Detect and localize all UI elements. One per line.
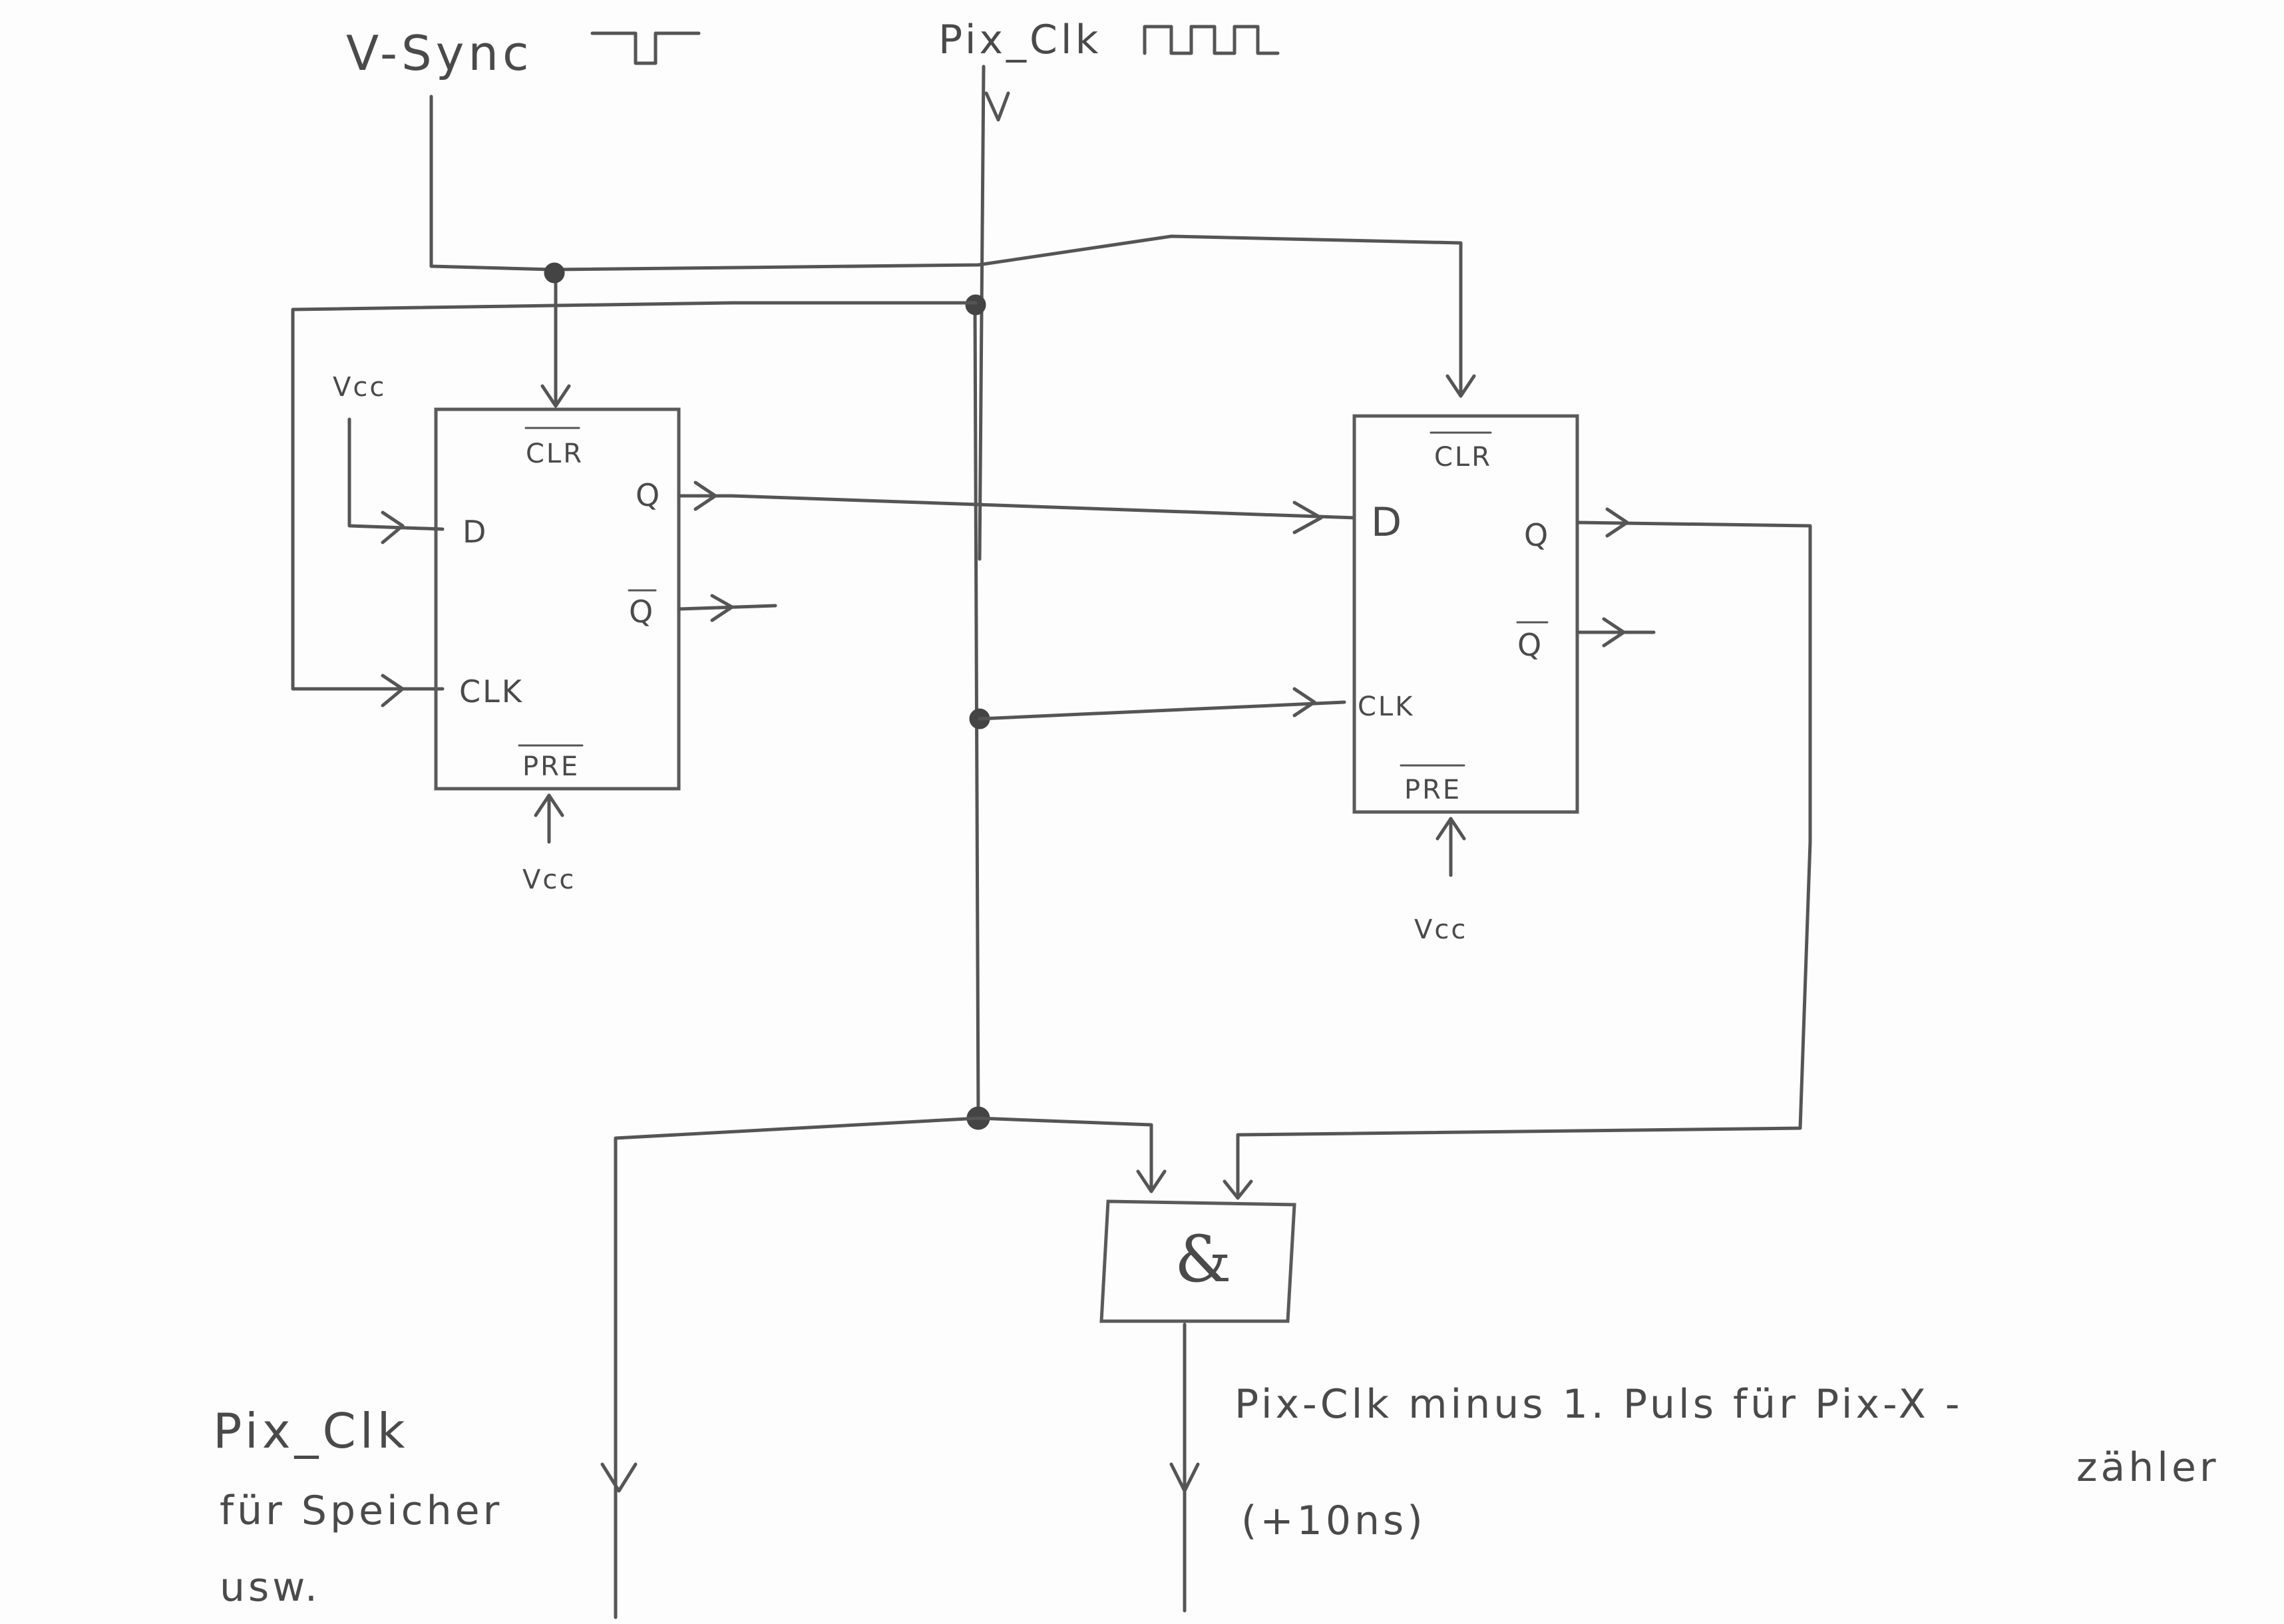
ff1-clk-arrow-icon xyxy=(381,674,405,708)
left-output-arrow-icon xyxy=(600,1462,638,1493)
pixclk-to-and-wire xyxy=(976,1116,1153,1193)
ff1-q-to-ff2-d-wire xyxy=(677,494,1356,520)
ff1-q-label: Q xyxy=(636,477,662,513)
ff2-q-to-and-wire xyxy=(1236,520,1812,1200)
ff2-q-arrow-icon xyxy=(1605,507,1629,538)
and-input1-arrow-icon xyxy=(1136,1169,1167,1193)
pixclk-to-ff2-clk-wire xyxy=(978,700,1346,721)
left-output-label-line2: für Speicher xyxy=(220,1488,502,1534)
ff2-pre-arrow-icon xyxy=(1435,817,1466,841)
ff1-clk-label: CLK xyxy=(459,674,524,710)
ff1-d-label: D xyxy=(463,514,488,550)
ff1-clr-label: CLR xyxy=(526,439,584,469)
ff2-q-label: Q xyxy=(1524,517,1550,553)
ff1-qbar-arrow-icon xyxy=(710,594,734,622)
pixclk-out-left-wire xyxy=(614,1116,980,1619)
left-output-label-line1: Pix_Clk xyxy=(213,1403,409,1459)
ff2-d-label: D xyxy=(1371,499,1405,546)
flipflop-1-box xyxy=(434,407,681,791)
vsync-wire xyxy=(429,95,1463,398)
flipflop-2-box xyxy=(1352,414,1579,814)
ff1-d-vcc-wire xyxy=(347,417,445,531)
ff2-d-arrow-icon xyxy=(1292,501,1323,534)
and-input2-arrow-icon xyxy=(1223,1179,1253,1200)
ff1-q-arrow-icon xyxy=(693,481,717,511)
and-gate-symbol: & xyxy=(1175,1222,1231,1297)
pixclk-to-ff1-clk-wire xyxy=(291,301,978,691)
ff1-qbar-wire xyxy=(677,604,777,611)
pixclk-wave-icon xyxy=(1143,25,1280,55)
pixclk-input-arrow-icon xyxy=(984,91,1010,122)
left-output-label-line3: usw. xyxy=(220,1564,321,1611)
ff1-clr-arrow-icon xyxy=(540,384,571,408)
ff2-clr-arrow-icon xyxy=(1445,374,1476,398)
pixclk-label: Pix_Clk xyxy=(938,17,1101,63)
right-output-label-line1: Pix-Clk minus 1. Puls für Pix-X - xyxy=(1235,1381,1963,1428)
ff2-pre-label: PRE xyxy=(1404,775,1461,805)
ff2-pre-vcc-label: Vcc xyxy=(1414,914,1467,945)
ff1-pre-arrow-icon xyxy=(534,793,564,817)
right-output-label-line2: zähler xyxy=(2076,1444,2219,1491)
vsync-pulse-icon xyxy=(590,31,701,65)
ff2-clr-label: CLR xyxy=(1434,442,1492,473)
junction-dot xyxy=(544,262,565,284)
ff2-qbar-label: Q xyxy=(1517,627,1543,663)
ff2-clk-label: CLK xyxy=(1358,692,1414,722)
ff2-clk-arrow-icon xyxy=(1292,687,1316,717)
vsync-label: V-Sync xyxy=(346,25,533,81)
and-gate-box xyxy=(1099,1199,1296,1323)
junction-dot xyxy=(965,294,986,315)
and-output-arrow-icon xyxy=(1169,1462,1200,1493)
ff1-d-vcc-label: Vcc xyxy=(333,372,386,403)
ff1-pre-vcc-label: Vcc xyxy=(522,865,576,895)
ff1-d-arrow-icon xyxy=(381,510,405,544)
right-output-label-line3: (+10ns) xyxy=(1241,1498,1426,1544)
ff1-pre-label: PRE xyxy=(522,751,580,782)
ff1-qbar-label: Q xyxy=(629,594,655,630)
ff2-qbar-arrow-icon xyxy=(1602,617,1626,648)
